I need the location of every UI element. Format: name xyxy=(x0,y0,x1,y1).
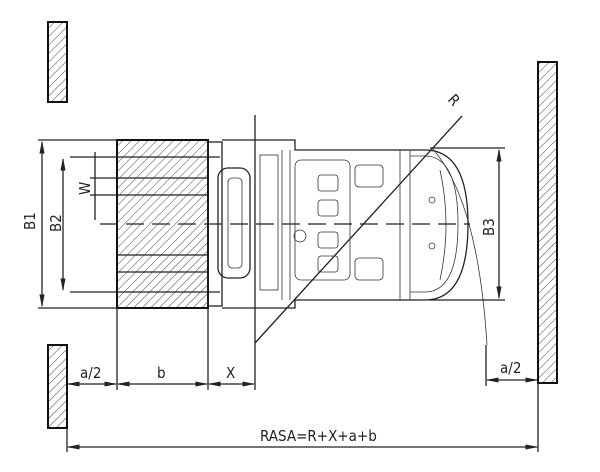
turning-arc xyxy=(431,147,488,346)
a-half-left-label: a/2 xyxy=(80,364,101,382)
b1-label: B1 xyxy=(21,212,39,230)
pallet-load xyxy=(70,139,220,309)
wall-top-left xyxy=(47,21,68,103)
b-label: b xyxy=(157,364,166,382)
w-label: W xyxy=(76,182,94,195)
wall-bottom-left xyxy=(47,344,68,429)
x-label: X xyxy=(226,364,235,382)
b3-label: B3 xyxy=(480,218,498,236)
a-half-right-label: a/2 xyxy=(500,359,521,377)
r-label: R xyxy=(444,91,464,110)
rasa-label: RASA=R+X+a+b xyxy=(260,427,377,445)
wall-right xyxy=(537,61,558,384)
b2-label: B2 xyxy=(47,214,65,232)
turning-radius-line xyxy=(254,115,463,344)
